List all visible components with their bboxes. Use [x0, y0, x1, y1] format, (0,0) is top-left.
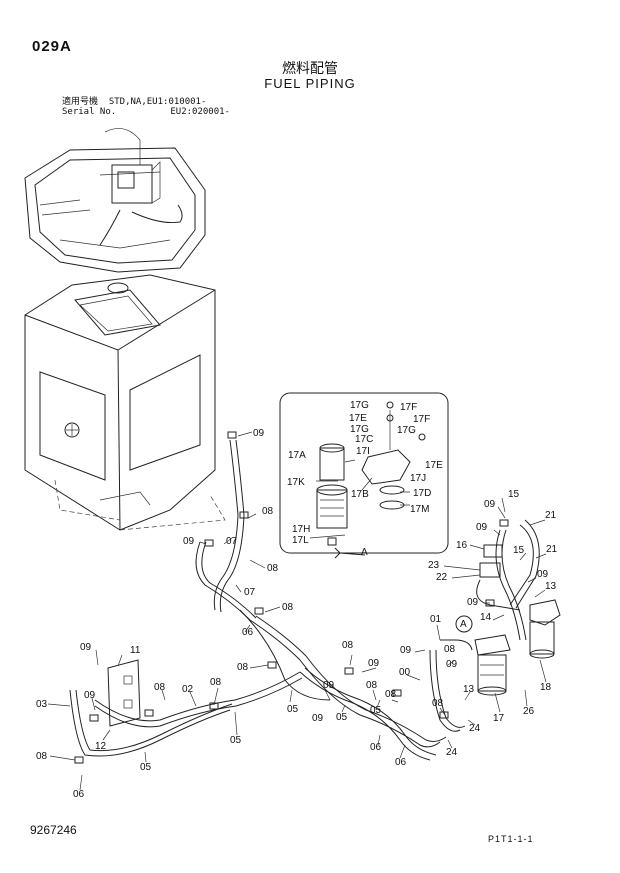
callout-05: 05: [140, 762, 152, 773]
callout-17c: 17C: [355, 434, 373, 445]
callout-08: 08: [282, 602, 294, 613]
fuel-tank-drawing: [24, 274, 226, 531]
inset-frame: [279, 392, 449, 554]
callout-09: 09: [253, 428, 265, 439]
callout-24: 24: [446, 747, 458, 758]
callout-08: 08: [210, 677, 222, 688]
document-number: 9267246: [30, 823, 77, 837]
callout-17f: 17F: [413, 414, 430, 425]
callout-17d: 17D: [413, 488, 431, 499]
callout-17a: 17A: [288, 450, 306, 461]
callout-17b: 17B: [351, 489, 369, 500]
callout-08: 08: [432, 698, 444, 709]
callout-13: 13: [463, 684, 475, 695]
callout-22: 22: [436, 572, 448, 583]
title-english: FUEL PIPING: [264, 76, 356, 91]
callout-17j: 17J: [410, 473, 426, 484]
callout-17i: 17I: [356, 446, 370, 457]
callout-17e: 17E: [425, 460, 443, 471]
callout-08: 08: [366, 680, 378, 691]
callout-09: 09: [446, 659, 458, 670]
filter-element-17a: [319, 447, 345, 481]
callout-16: 16: [456, 540, 468, 551]
callout-09: 09: [323, 680, 335, 691]
callout-23: 23: [428, 560, 440, 571]
page-code: 029A: [32, 38, 72, 55]
callout-08: 08: [385, 689, 397, 700]
serial-line-2: Serial No. EU2:020001-: [62, 107, 230, 117]
callout-09: 09: [537, 569, 549, 580]
callout-17g: 17G: [350, 424, 369, 435]
callout-17h: 17H: [292, 524, 310, 535]
callout-17g: 17G: [350, 400, 369, 411]
callout-17g: 17G: [397, 425, 416, 436]
callout-05: 05: [370, 705, 382, 716]
callout-13: 13: [545, 581, 557, 592]
callout-09: 09: [476, 522, 488, 533]
callout-17e: 17E: [349, 413, 367, 424]
callout-03: 03: [36, 699, 48, 710]
callout-26: 26: [523, 706, 535, 717]
callout-09: 09: [368, 658, 380, 669]
callout-15: 15: [513, 545, 525, 556]
callout-09: 09: [80, 642, 92, 653]
callout-12: 12: [95, 741, 107, 752]
callout-06: 06: [395, 757, 407, 768]
callout-05: 05: [230, 735, 242, 746]
callout-05: 05: [336, 712, 348, 723]
callout-06: 06: [73, 789, 85, 800]
callout-09: 09: [183, 536, 195, 547]
bracket-11: [107, 659, 141, 727]
callout-09: 09: [400, 645, 412, 656]
callout-07: 07: [244, 587, 256, 598]
fuel-filter-18: [529, 599, 561, 659]
callout-09: 09: [484, 499, 496, 510]
title-japanese: 燃料配管: [282, 60, 338, 76]
callout-06: 06: [370, 742, 382, 753]
inset-view-label: A: [361, 547, 368, 558]
callout-17m: 17M: [410, 504, 429, 515]
callout-15: 15: [508, 489, 520, 500]
callout-08: 08: [444, 644, 456, 655]
callout-09: 09: [467, 597, 479, 608]
callout-21: 21: [546, 544, 558, 555]
callout-17k: 17K: [287, 477, 305, 488]
callout-a: A: [460, 619, 467, 630]
callout-21: 21: [545, 510, 557, 521]
callout-08: 08: [154, 682, 166, 693]
callout-02: 02: [182, 684, 194, 695]
callout-18: 18: [540, 682, 552, 693]
callout-17: 17: [493, 713, 505, 724]
callout-09: 09: [84, 690, 96, 701]
callout-01: 01: [430, 614, 442, 625]
fuel-filter-17: [474, 634, 511, 696]
filter-bowl-17k: [316, 489, 348, 529]
callout-06: 06: [242, 627, 254, 638]
callout-08: 08: [342, 640, 354, 651]
callout-07: 07: [226, 536, 238, 547]
callout-09: 09: [312, 713, 324, 724]
callout-17l: 17L: [292, 535, 309, 546]
callout-14: 14: [480, 612, 492, 623]
callout-08: 08: [36, 751, 48, 762]
leader-lines: [47, 431, 547, 791]
callout-24: 24: [469, 723, 481, 734]
callout-11: 11: [130, 645, 141, 656]
serial-line-1: 適用号機 STD,NA,EU1:010001-: [62, 97, 207, 107]
callout-08: 08: [237, 662, 249, 673]
callout-08: 08: [267, 563, 279, 574]
filter-head: [361, 449, 411, 485]
inset-detail-view-a: A 17G 17F 17E 17F 17G 17G 17C 17A 17I 17…: [279, 392, 449, 559]
callout-00: 00: [399, 667, 411, 678]
callout-17f: 17F: [400, 402, 417, 413]
machine-overview-drawing: [24, 128, 206, 273]
serial-applicability: 適用号機 STD,NA,EU1:010001- Serial No. EU2:0…: [62, 97, 230, 117]
fuel-hose-routing: [69, 439, 540, 761]
part-callouts: 09 08 09 07 08 07 08 06 08 09 15 09 21 0…: [36, 428, 558, 800]
page-reference: P1T1-1-1: [488, 834, 534, 844]
callout-08: 08: [262, 506, 274, 517]
callout-05: 05: [287, 704, 299, 715]
